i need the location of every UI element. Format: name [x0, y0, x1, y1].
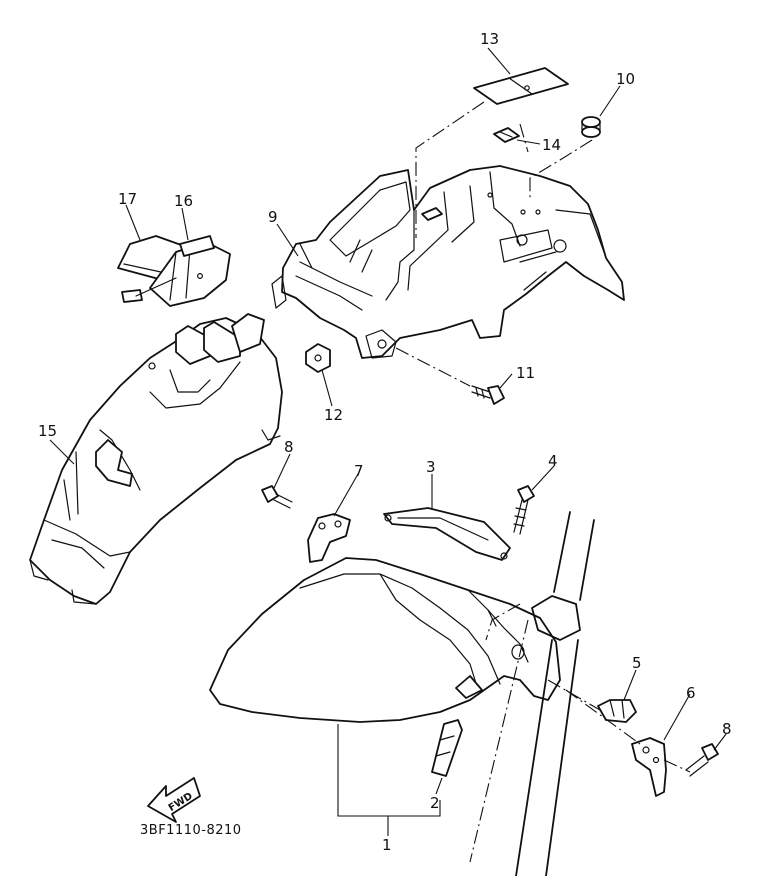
part-9-rear-fender — [271, 165, 625, 359]
part-11-bolt — [471, 385, 505, 405]
part-5-cap-nut — [597, 699, 637, 723]
callout-8-upper: 8 — [284, 438, 294, 456]
callout-3: 3 — [426, 458, 436, 476]
callout-1: 1 — [382, 836, 392, 854]
callout-4: 4 — [548, 452, 558, 470]
callout-14: 14 — [542, 136, 561, 154]
part-16-strap — [135, 235, 231, 307]
part-3-brace — [383, 507, 511, 561]
part-1-front-fender — [209, 557, 561, 723]
part-2-strip — [431, 719, 463, 777]
callout-2: 2 — [430, 794, 440, 812]
part-8-bolt-lower — [685, 743, 719, 777]
callout-7: 7 — [354, 462, 364, 480]
part-4-bolt — [513, 485, 535, 535]
callout-13: 13 — [480, 30, 499, 48]
part-15-inner-fender — [29, 313, 283, 605]
part-7-bracket — [307, 513, 351, 563]
callout-17: 17 — [118, 190, 137, 208]
part-8-bolt-upper — [261, 485, 293, 509]
callout-12: 12 — [324, 406, 343, 424]
part-14-clip — [493, 127, 520, 143]
callout-8-lower: 8 — [722, 720, 732, 738]
assembly-lines — [395, 101, 691, 773]
callout-16: 16 — [174, 192, 193, 210]
part-12-nut-clip — [305, 343, 331, 373]
callout-5: 5 — [632, 654, 642, 672]
fork-tubes — [469, 511, 595, 876]
callout-10: 10 — [616, 70, 635, 88]
part-13-plate — [473, 67, 569, 105]
part-10-grommet — [581, 116, 601, 138]
part-6-bracket — [631, 737, 667, 797]
part-code: 3BF1110-8210 — [140, 823, 242, 838]
forward-arrow-icon: FWD — [147, 777, 201, 823]
leader-lines — [49, 47, 727, 836]
callout-9: 9 — [268, 208, 278, 226]
callout-11: 11 — [516, 364, 535, 382]
callout-15: 15 — [38, 422, 57, 440]
callout-6: 6 — [686, 684, 696, 702]
callout-labels: 1 2 3 4 5 6 7 8 8 9 10 11 12 13 14 15 16… — [38, 30, 732, 854]
